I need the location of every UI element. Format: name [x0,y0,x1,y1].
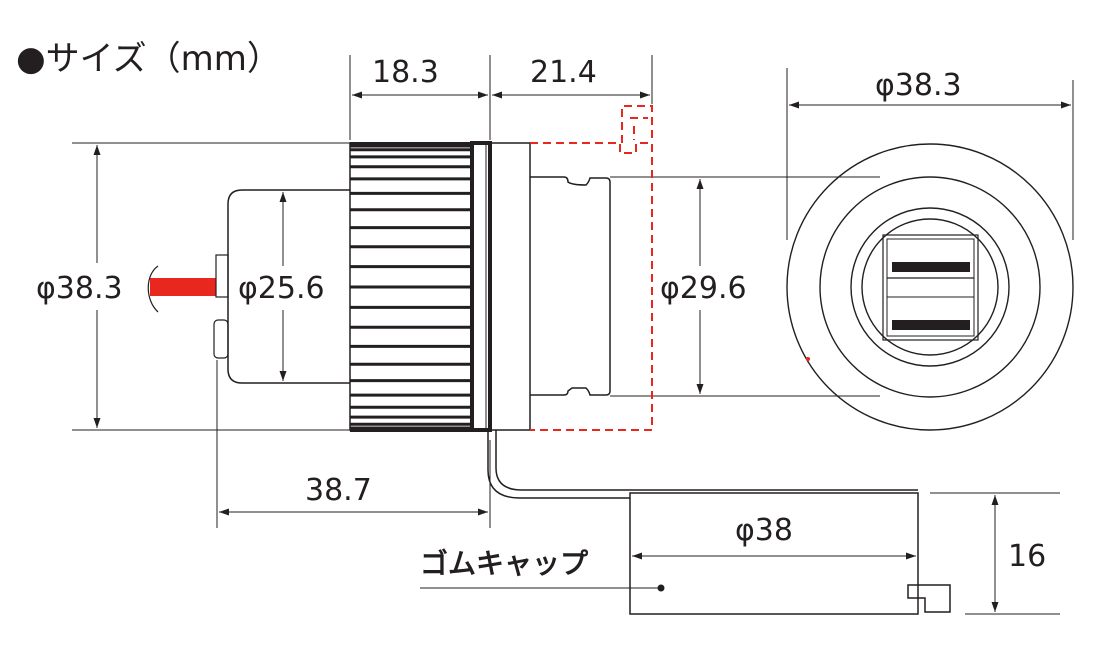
dim-thread-diameter: φ29.6 [660,271,747,306]
wire-grommet [215,254,229,298]
dim-total-length: 38.7 [305,473,372,508]
rubber-cap [629,492,919,615]
section-title: ●サイズ（mm） [16,39,281,79]
dim-knob-length: 18.3 [372,55,439,90]
cap-strap [487,430,630,499]
front-plate [489,142,531,431]
dimension-lines [72,55,1074,615]
usb-port-bottom [892,320,970,330]
dim-body-diameter: φ25.6 [238,271,325,306]
dim-cap-diameter: φ38 [735,513,793,548]
wire-break-mark [147,265,159,313]
dim-front-diameter: φ38.3 [875,68,962,103]
knurled-knob [349,142,473,432]
thread-section [530,176,611,396]
front-view [786,143,1074,431]
rubber-cap-label: ゴムキャップ [420,547,589,580]
dimension-labels: 18.3 21.4 φ38.3 φ25.6 φ29.6 φ38.3 38.7 φ… [36,55,1046,580]
rear-tab [213,319,229,359]
dim-left-diameter: φ38.3 [36,271,123,306]
usb-port-frame [882,234,979,341]
dim-thread-length: 21.4 [530,55,597,90]
flange [470,141,492,432]
cap-hinge-outline [621,105,653,143]
cap-tab [907,584,951,613]
outer-ring [786,143,1074,431]
side-view [147,105,951,615]
usb-port-top [892,262,970,272]
dim-cap-height: 16 [1008,539,1046,574]
rear-body [227,189,350,384]
red-wire [150,278,216,296]
cap-open-outline [530,142,653,431]
